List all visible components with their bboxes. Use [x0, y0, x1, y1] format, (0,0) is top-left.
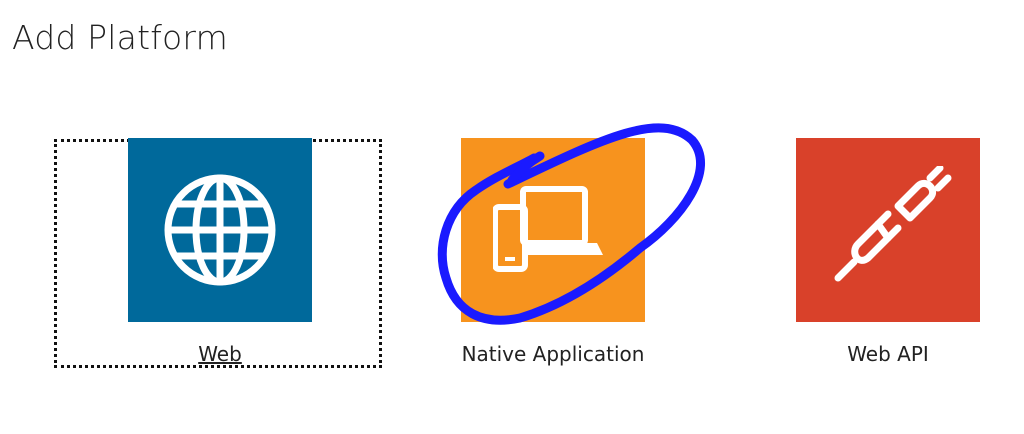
native-application-platform-tile[interactable]	[461, 138, 645, 322]
plug-icon	[834, 166, 952, 282]
native-application-platform-label[interactable]: Native Application	[461, 342, 645, 366]
devices-icon	[493, 186, 603, 272]
web-platform-tile[interactable]	[128, 138, 312, 322]
web-api-platform-label[interactable]: Web API	[847, 342, 929, 366]
globe-icon	[164, 174, 276, 286]
web-platform-label[interactable]: Web	[198, 342, 242, 366]
page-title: Add Platform	[12, 18, 228, 57]
web-api-platform-tile[interactable]	[796, 138, 980, 322]
